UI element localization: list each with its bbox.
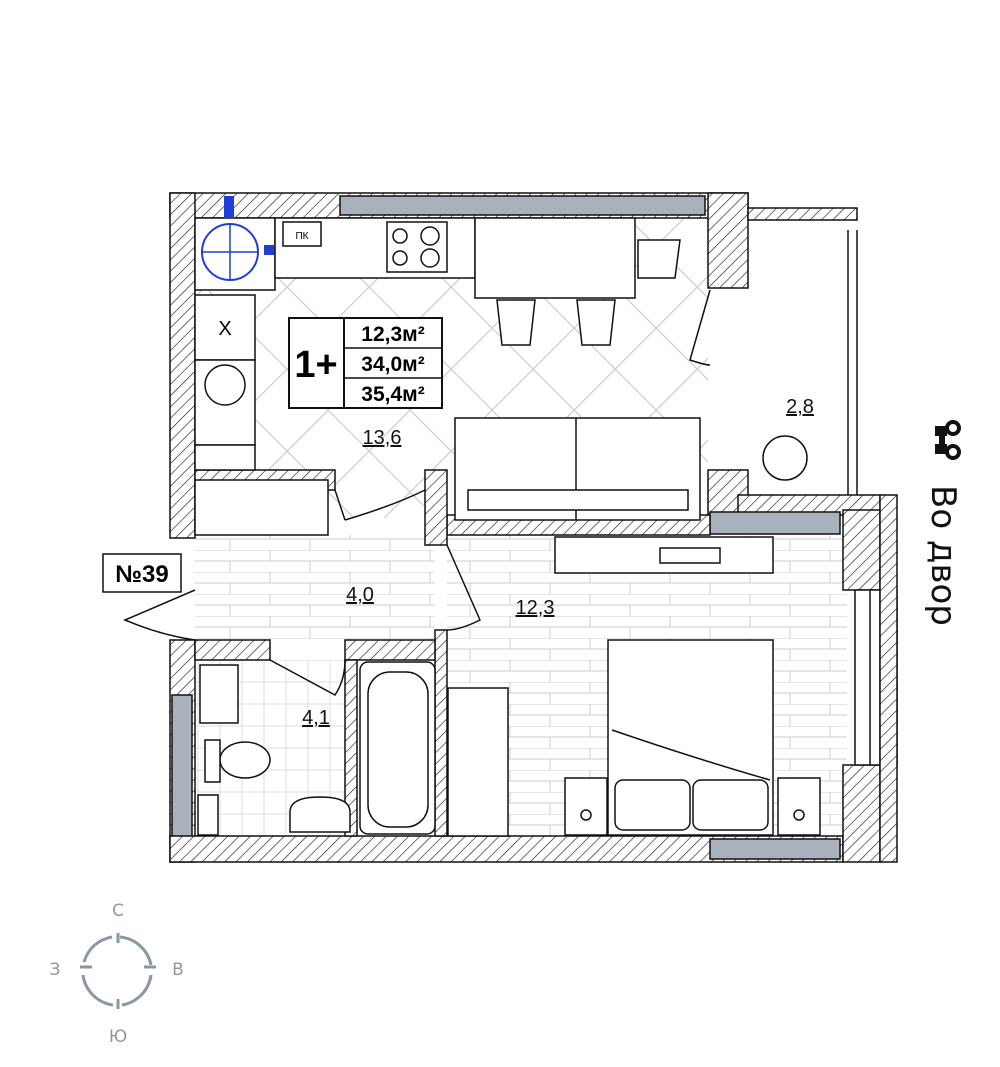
hall-floor [195,535,435,640]
bathroom-furniture [197,661,436,836]
room-label-hall: 4,0 [346,584,374,606]
washbasin-icon [289,796,351,833]
living-area: 12,3м² [361,323,424,346]
room-label-kitchen: 13,6 [363,427,402,449]
view-label: Во двор [923,485,963,626]
binoculars-icon [935,420,961,460]
bedroom-furniture [447,435,821,837]
svg-text:№39: №39 [115,561,168,588]
room-label-balcony: 2,8 [786,396,814,418]
compass [80,933,156,1009]
balcony-chair [762,435,808,481]
room-label-bathroom: 4,1 [302,707,330,729]
kitchen-furniture [194,196,701,536]
shaft-mark: X [218,318,231,340]
compass-south: Ю [109,1027,127,1047]
compass-west: З [50,960,61,980]
compass-east: В [172,960,184,980]
compass-north: С [112,901,124,921]
toilet-icon [219,741,271,779]
total-area: 34,0м² [361,353,424,376]
area-info-box: 1+ 12,3м² 34,0м² 35,4м² [288,317,443,409]
kitchen-tag: ПК [295,231,308,242]
doors[interactable] [123,289,711,696]
apartment-number-tag: №39 [102,553,182,593]
total-area-with-balcony: 35,4м² [361,383,424,406]
rooms-badge: 1+ [294,344,337,386]
sink-icon [204,364,246,406]
dining-table [474,217,636,299]
room-label-bedroom: 12,3 [516,597,555,619]
